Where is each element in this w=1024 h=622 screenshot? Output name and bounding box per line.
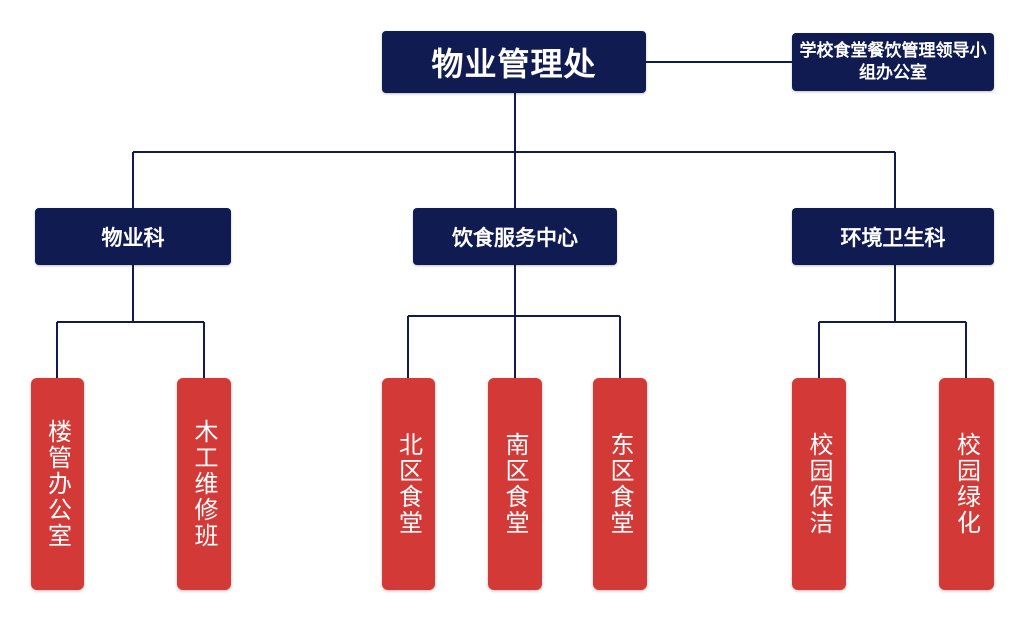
unit-label: 南区食堂 — [501, 432, 529, 536]
dept-node-food-service: 饮食服务中心 — [413, 208, 617, 265]
dept-label: 饮食服务中心 — [452, 225, 578, 250]
unit-label: 北区食堂 — [394, 432, 423, 536]
unit-node: 校园绿化 — [939, 378, 994, 590]
unit-node: 南区食堂 — [488, 378, 542, 590]
side-office-node: 学校食堂餐饮管理领导小组办公室 — [792, 33, 994, 91]
unit-node: 北区食堂 — [382, 378, 435, 590]
unit-label: 楼管办公室 — [43, 419, 72, 549]
root-node: 物业管理处 — [382, 31, 646, 93]
root-label: 物业管理处 — [431, 45, 597, 83]
dept-node-environment: 环境卫生科 — [792, 208, 994, 265]
unit-label: 木工维修班 — [190, 419, 218, 549]
dept-label: 环境卫生科 — [840, 225, 946, 250]
unit-node: 东区食堂 — [593, 378, 647, 590]
dept-node-property: 物业科 — [35, 208, 231, 265]
unit-node: 楼管办公室 — [31, 378, 84, 590]
dept-label: 物业科 — [101, 225, 165, 250]
unit-node: 木工维修班 — [177, 378, 231, 590]
side-office-label: 学校食堂餐饮管理领导小组办公室 — [799, 41, 987, 83]
unit-label: 校园绿化 — [952, 432, 981, 536]
unit-node: 校园保洁 — [792, 378, 846, 590]
unit-label: 东区食堂 — [606, 432, 634, 536]
unit-label: 校园保洁 — [805, 432, 833, 536]
